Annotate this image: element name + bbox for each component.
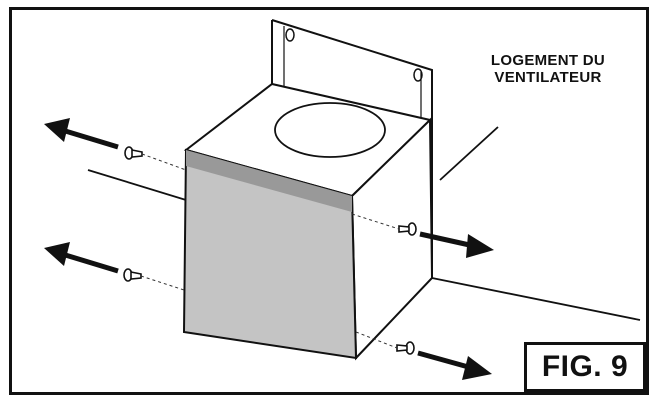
screw-icon xyxy=(398,222,417,236)
callout-leader xyxy=(439,126,499,181)
fan-opening xyxy=(274,102,386,158)
arrow-left-icon xyxy=(44,242,119,274)
arrow-right-icon xyxy=(417,350,492,380)
figure-label: FIG. 9 xyxy=(541,350,629,383)
fan-housing-callout: LOGEMENT DU VENTILATEUR xyxy=(458,52,638,86)
duct-lines xyxy=(87,126,641,321)
screw-icon xyxy=(124,146,143,160)
callout-line-2: VENTILATEUR xyxy=(494,69,602,86)
screw-path-lines xyxy=(140,153,400,349)
screw-icon xyxy=(123,268,142,282)
arrow-right-icon xyxy=(419,231,494,258)
screw-icon xyxy=(396,341,415,355)
figure-label-box: FIG. 9 xyxy=(524,342,646,392)
callout-line-1: LOGEMENT DU xyxy=(490,52,606,69)
arrow-left-icon xyxy=(44,118,119,150)
front-panel-strip xyxy=(186,150,352,212)
